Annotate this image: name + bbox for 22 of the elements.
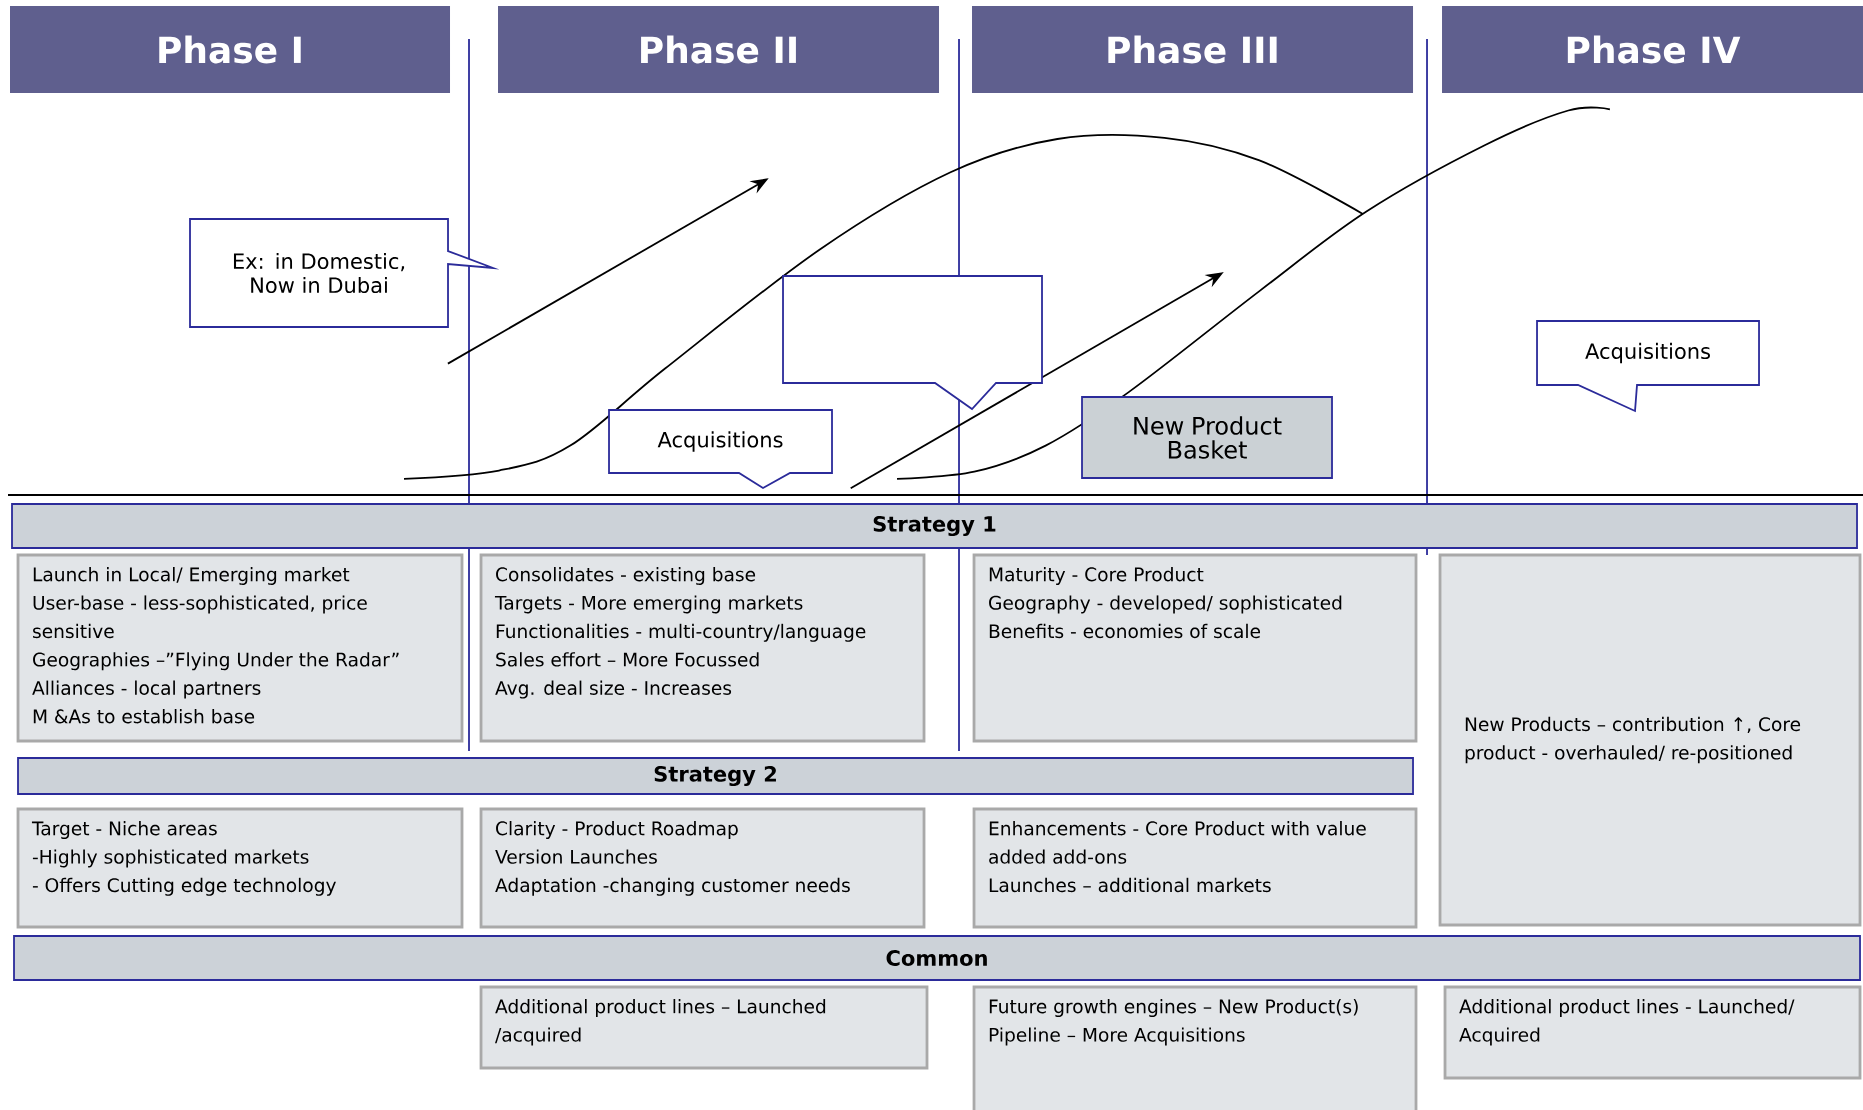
phase-header: Phase I (10, 6, 450, 93)
callout-bubble: Acquisitions (608, 409, 833, 490)
text-card: Launch in Local/ Emerging market User-base - less-sophisticated, price sensitive Geographies –”Flying Under the Radar” Alliances - local partners M &As to establish base (16, 553, 464, 743)
callout-bubble: Ex: in Domestic, Now in Dubai (189, 218, 500, 328)
text-card: Target - Niche areas -Highly sophisticated markets - Offers Cutting edge technology (16, 807, 464, 929)
strategy-band: Strategy 1 (11, 503, 1858, 549)
text-card: Additional product lines - Launched/ Acquired (1443, 985, 1862, 1080)
text-card: New Products – contribution ↑, Core product - overhauled/ re-positioned (1438, 553, 1862, 927)
phase-header: Phase III (972, 6, 1413, 93)
text-card: Future growth engines – New Product(s) Pipeline – More Acquisitions (972, 985, 1418, 1110)
text-card: Clarity - Product Roadmap Version Launches Adaptation -changing customer needs (479, 807, 926, 929)
strategy-band: Strategy 2 (17, 757, 1414, 795)
callout-bubble (782, 275, 1043, 411)
text-card: Additional product lines – Launched /acquired (479, 985, 929, 1070)
text-card: Maturity - Core Product Geography - developed/ sophisticated Benefits - economies of scale (972, 553, 1418, 743)
callout-bubble: Acquisitions (1536, 320, 1760, 413)
text-card: Consolidates - existing base Targets - More emerging markets Functionalities - multi-country/language Sales effort – More Focussed Avg. deal size - Increases (479, 553, 926, 743)
text-card: Enhancements - Core Product with value added add-ons Launches – additional markets (972, 807, 1418, 929)
phase-header: Phase IV (1442, 6, 1863, 93)
label-box: New Product Basket (1081, 396, 1333, 479)
phase-header: Phase II (498, 6, 939, 93)
strategy-band: Common (13, 935, 1861, 981)
